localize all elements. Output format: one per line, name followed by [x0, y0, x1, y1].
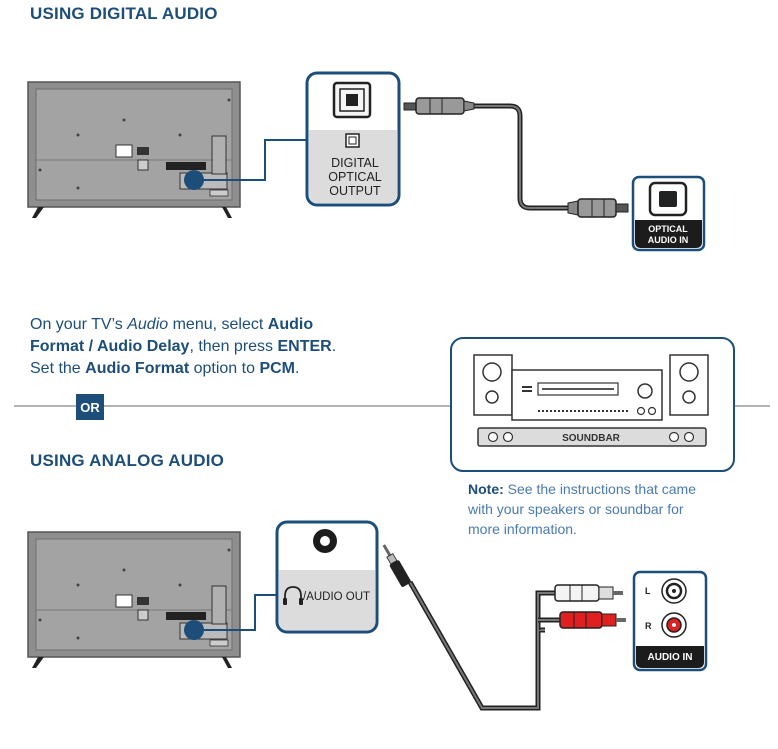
digital-port-label-3: OUTPUT [329, 184, 381, 198]
rca-red-plug [559, 611, 626, 629]
headphone-icon [283, 586, 303, 605]
rca-audio-in-port: L R AUDIO IN [632, 570, 708, 672]
analog-audio-cable [382, 544, 626, 711]
or-label: OR [80, 400, 100, 415]
optical-audio-in-port: OPTICAL AUDIO IN [631, 175, 706, 252]
digital-optical-output-callout: DIGITAL OPTICAL OUTPUT [305, 71, 401, 207]
audio-out-callout: /AUDIO OUT [275, 520, 379, 634]
optical-in-label-2: AUDIO IN [648, 235, 689, 245]
callout-line-analog [194, 594, 278, 631]
note-text: See the instructions that came with your… [468, 481, 696, 537]
callout-line-digital [194, 139, 308, 181]
speaker-system: SOUNDBAR [450, 337, 735, 472]
soundbar-label: SOUNDBAR [562, 433, 621, 444]
tv-back-digital [27, 81, 241, 219]
speaker-note: Note: See the instructions that came wit… [468, 479, 698, 539]
audio-in-label: AUDIO IN [648, 652, 693, 663]
optical-in-label-1: OPTICAL [648, 224, 688, 234]
rca-white-plug [554, 584, 623, 602]
digital-port-label-2: OPTICAL [328, 170, 382, 184]
channel-left-label: L [645, 586, 651, 596]
digital-port-label-1: DIGITAL [331, 156, 379, 170]
or-divider: OR [14, 394, 770, 420]
pcm-instruction: On your TV’s Audio menu, select Audio Fo… [30, 316, 337, 377]
channel-right-label: R [645, 621, 652, 631]
tv-back-analog [27, 531, 241, 669]
note-label: Note: [468, 481, 504, 497]
optical-cable [403, 97, 629, 218]
analog-audio-heading: USING ANALOG AUDIO [30, 451, 225, 470]
digital-audio-heading: USING DIGITAL AUDIO [30, 4, 218, 23]
audio-out-label: /AUDIO OUT [303, 591, 370, 603]
